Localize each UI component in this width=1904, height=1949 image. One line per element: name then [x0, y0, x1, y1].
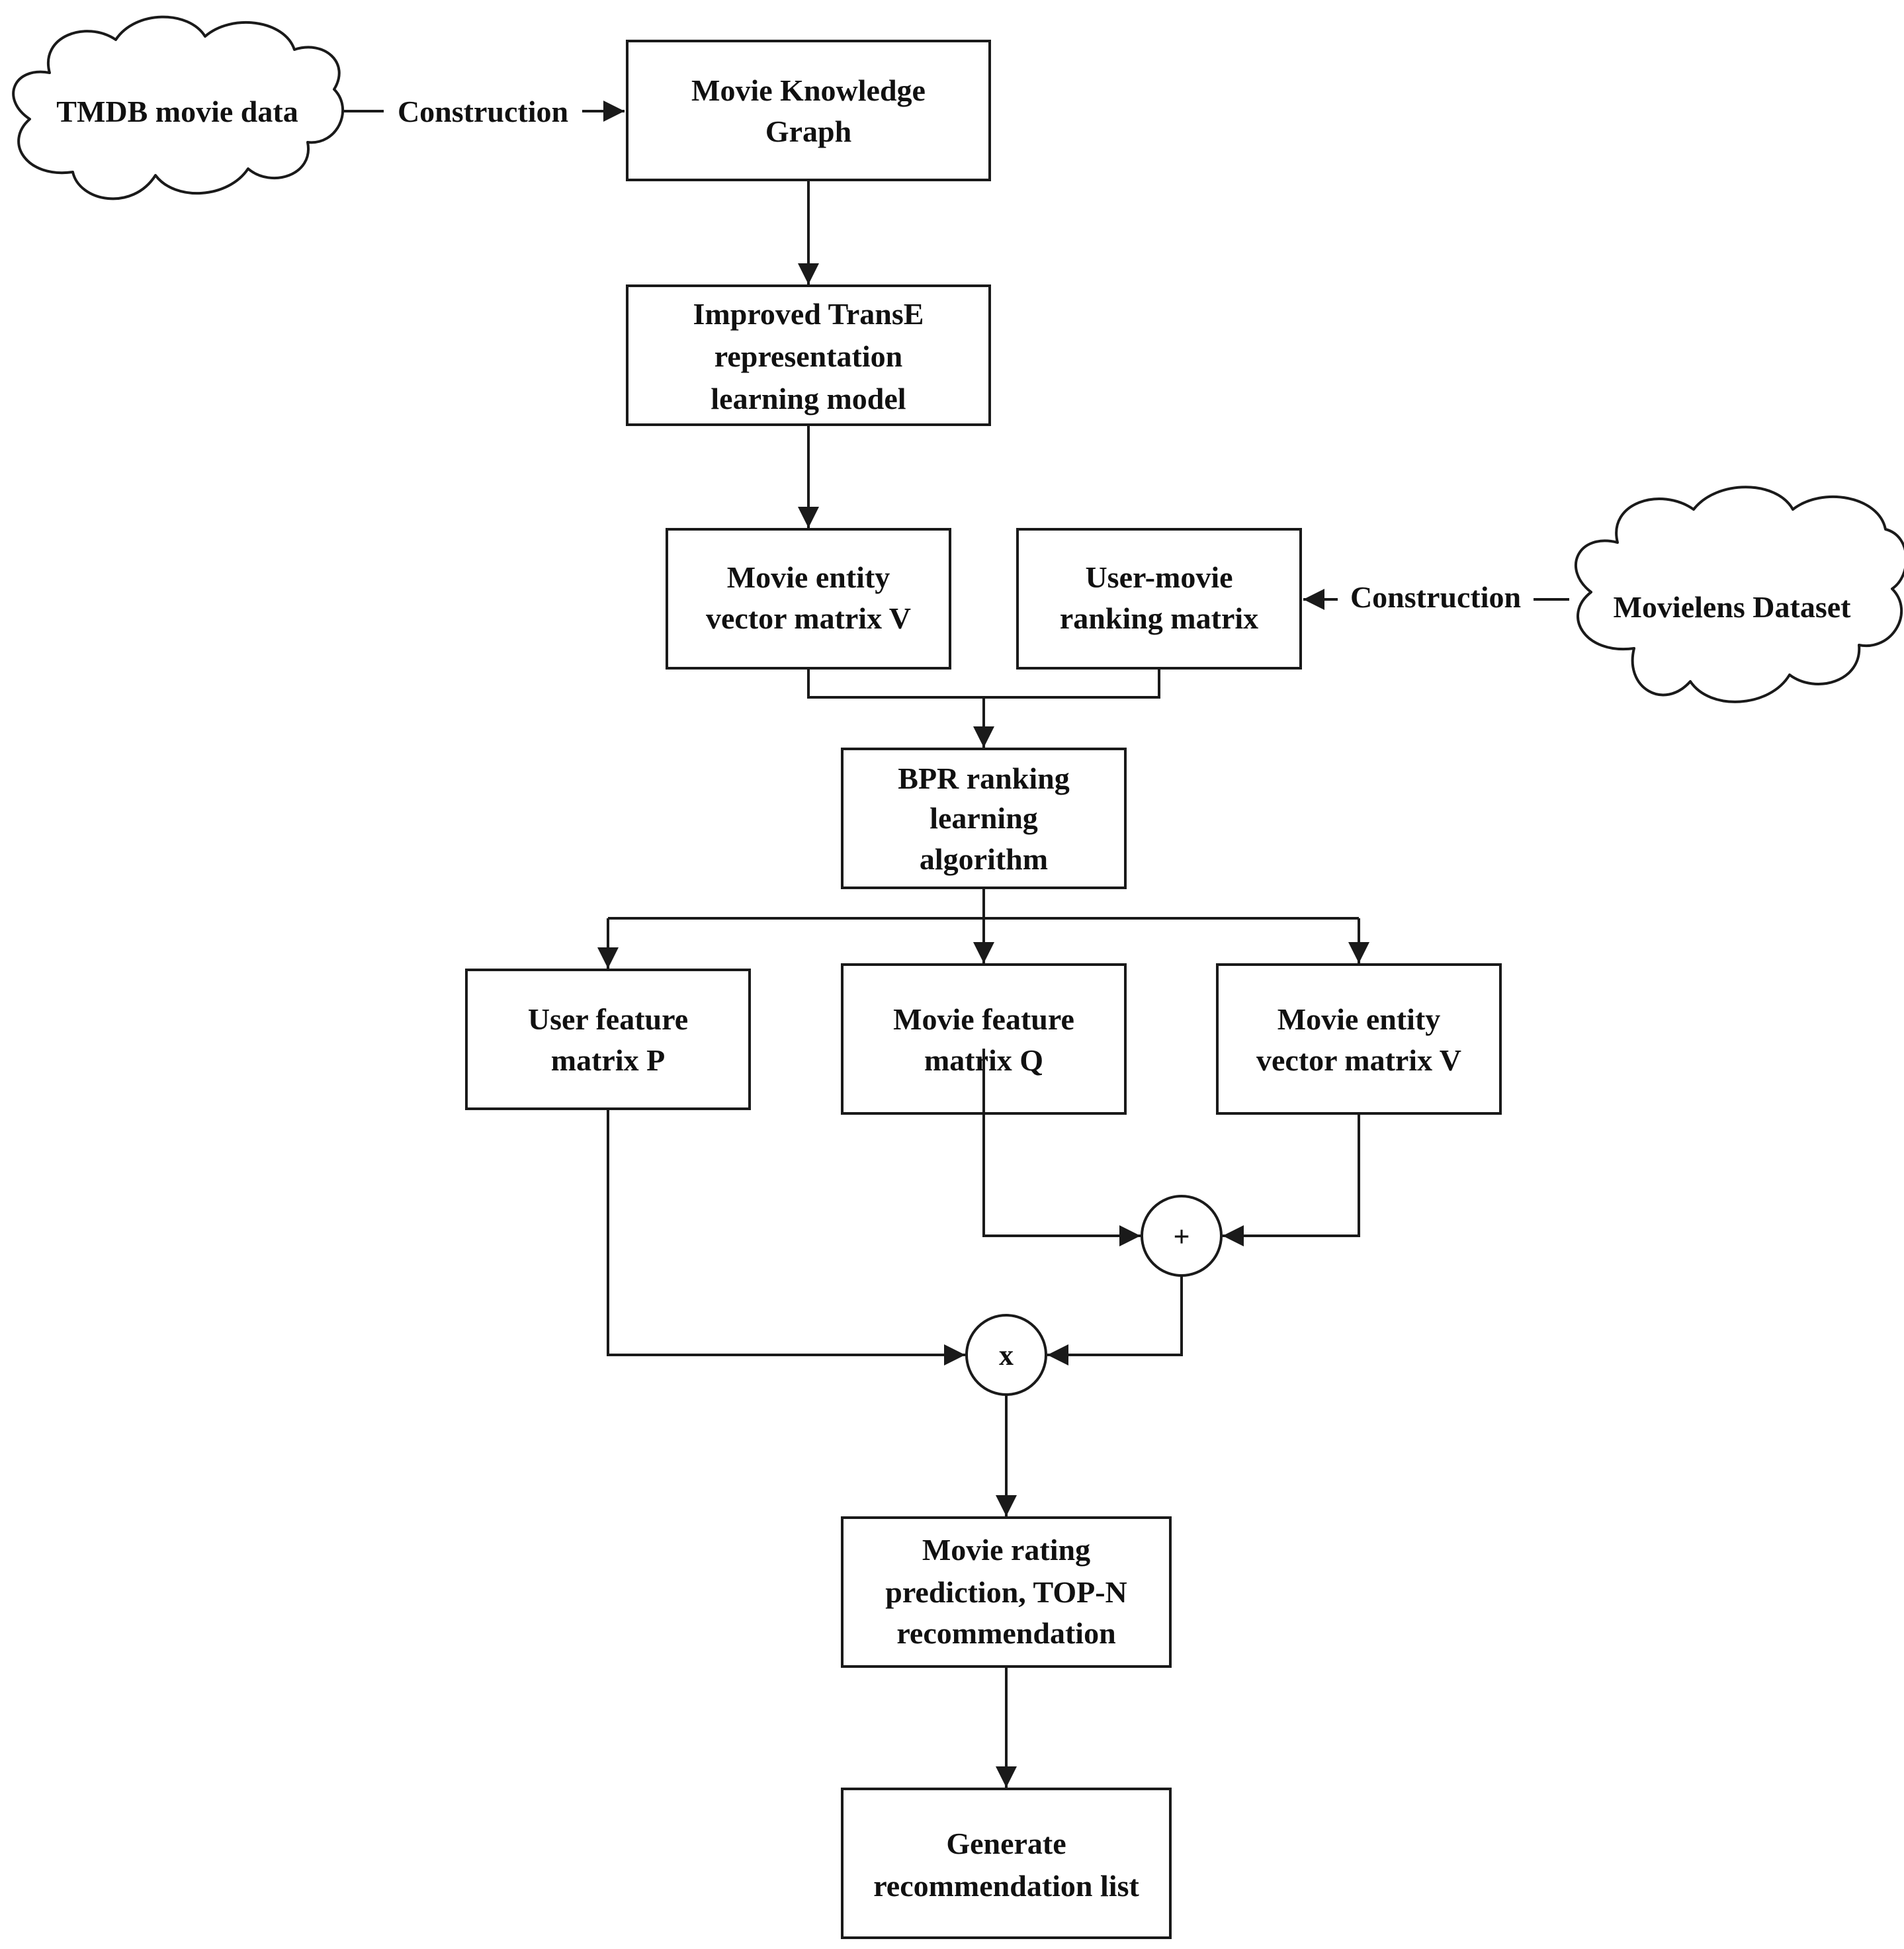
- rating-line-1: Movie rating: [922, 1533, 1090, 1567]
- kg-line-1: Movie Knowledge: [691, 73, 926, 107]
- times-symbol: x: [999, 1339, 1014, 1371]
- bpr-line-1: BPR ranking: [898, 761, 1069, 795]
- movielens-cloud: Movielens Dataset: [1574, 486, 1904, 703]
- entity-bottom-line-1: Movie entity: [1277, 1002, 1441, 1036]
- user-p-line-2: matrix P: [551, 1043, 665, 1077]
- user-movie-line-1: User-movie: [1085, 560, 1233, 594]
- bpr-box: BPR ranking learning algorithm: [841, 748, 1127, 889]
- user-feature-p-box: User feature matrix P: [465, 969, 751, 1110]
- edge-movie-q-to-plus: [982, 1049, 1141, 1246]
- bpr-line-3: algorithm: [920, 842, 1048, 876]
- tmdb-label: TMDB movie data: [56, 95, 298, 128]
- edge-user-p-to-times: [607, 1109, 965, 1365]
- generate-line-2: recommendation list: [873, 1869, 1139, 1903]
- bpr-line-2: learning: [930, 801, 1038, 835]
- transe-line-1: Improved TransE: [693, 297, 924, 331]
- times-operator: x: [965, 1314, 1047, 1396]
- rating-line-3: recommendation: [896, 1616, 1115, 1650]
- construction-right-label: Construction: [1350, 580, 1521, 614]
- movielens-label: Movielens Dataset: [1614, 590, 1852, 624]
- edge-tmdb-to-kg: Construction: [343, 95, 625, 128]
- tmdb-cloud: TMDB movie data: [12, 15, 345, 200]
- kg-line-2: Graph: [765, 114, 851, 148]
- rating-line-2: prediction, TOP-N: [885, 1575, 1127, 1609]
- movie-entity-vector-bottom-box: Movie entity vector matrix V: [1216, 963, 1502, 1115]
- edge-merge-to-bpr: [807, 668, 1160, 699]
- user-movie-line-2: ranking matrix: [1060, 601, 1258, 635]
- edge-entity-v-to-plus: [1223, 1113, 1360, 1246]
- rating-prediction-box: Movie rating prediction, TOP-N recommend…: [841, 1516, 1172, 1668]
- transe-line-2: representation: [714, 339, 903, 373]
- user-movie-ranking-box: User-movie ranking matrix: [1016, 528, 1302, 670]
- user-p-line-1: User feature: [528, 1002, 688, 1036]
- transe-line-3: learning model: [711, 382, 906, 415]
- edge-movielens-to-user-movie: Construction: [1303, 580, 1569, 614]
- movie-entity-vector-top-box: Movie entity vector matrix V: [666, 528, 951, 670]
- entity-top-line-1: Movie entity: [727, 560, 890, 594]
- construction-left-label: Construction: [398, 95, 568, 128]
- plus-operator: +: [1141, 1195, 1223, 1277]
- plus-symbol: +: [1173, 1221, 1190, 1253]
- entity-top-line-2: vector matrix V: [706, 601, 911, 635]
- entity-bottom-line-2: vector matrix V: [1256, 1043, 1461, 1077]
- edge-plus-to-times: [1047, 1276, 1183, 1365]
- movie-q-line-1: Movie feature: [893, 1002, 1074, 1036]
- generate-list-box: Generate recommendation list: [841, 1788, 1172, 1939]
- movie-knowledge-graph-box: Movie Knowledge Graph: [626, 40, 991, 181]
- generate-line-1: Generate: [946, 1827, 1066, 1860]
- improved-transe-box: Improved TransE representation learning …: [626, 284, 991, 426]
